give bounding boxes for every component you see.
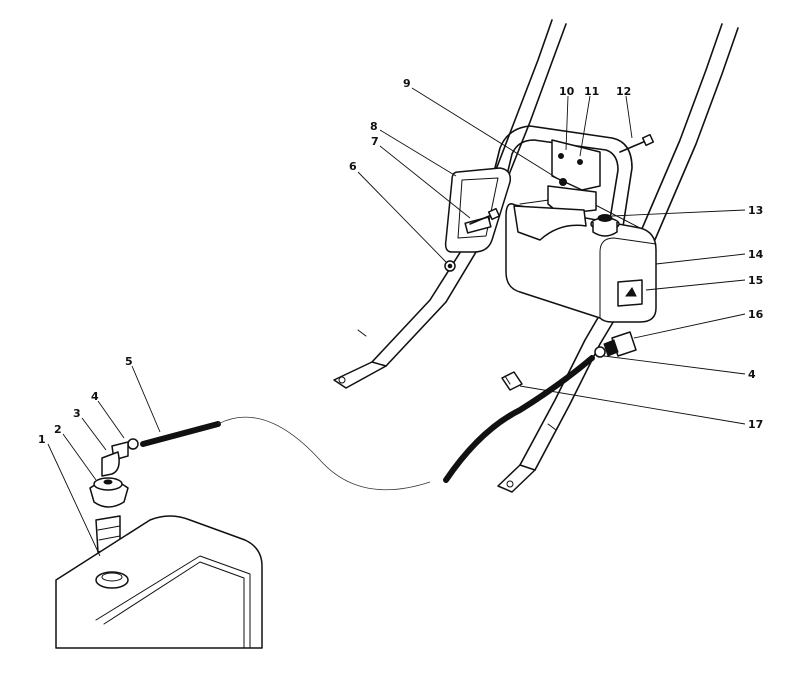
callout-12: 12 (616, 85, 631, 98)
leader-lines (47, 87, 746, 557)
fuel-hoses (140, 355, 595, 491)
part-callouts: 1 2 3 4 5 6 7 8 9 10 11 12 13 14 15 16 4… (38, 77, 764, 446)
callout-4-clamp: 4 (91, 390, 99, 403)
fasteners (444, 133, 655, 272)
callout-8: 8 (370, 120, 378, 133)
tank-mounting-bracket (513, 139, 601, 241)
hose-clip (501, 371, 523, 391)
callout-16: 16 (748, 308, 764, 321)
callout-3: 3 (73, 407, 81, 420)
callout-11: 11 (584, 85, 599, 98)
callout-10: 10 (559, 85, 575, 98)
callout-9: 9 (403, 77, 411, 90)
callout-14: 14 (748, 248, 764, 261)
callout-2: 2 (54, 423, 62, 436)
callout-5: 5 (125, 355, 133, 368)
shutoff-valve (594, 331, 637, 358)
callout-13: 13 (748, 204, 763, 217)
bracket-8 (444, 167, 512, 253)
carburetor-assembly (55, 438, 263, 649)
callout-4-valve-clamp: 4 (748, 368, 756, 381)
mower-handle (333, 19, 739, 493)
callout-6: 6 (349, 160, 357, 173)
callout-7: 7 (371, 135, 379, 148)
callout-15: 15 (748, 274, 763, 287)
callout-17: 17 (748, 418, 763, 431)
callout-1: 1 (38, 433, 46, 446)
